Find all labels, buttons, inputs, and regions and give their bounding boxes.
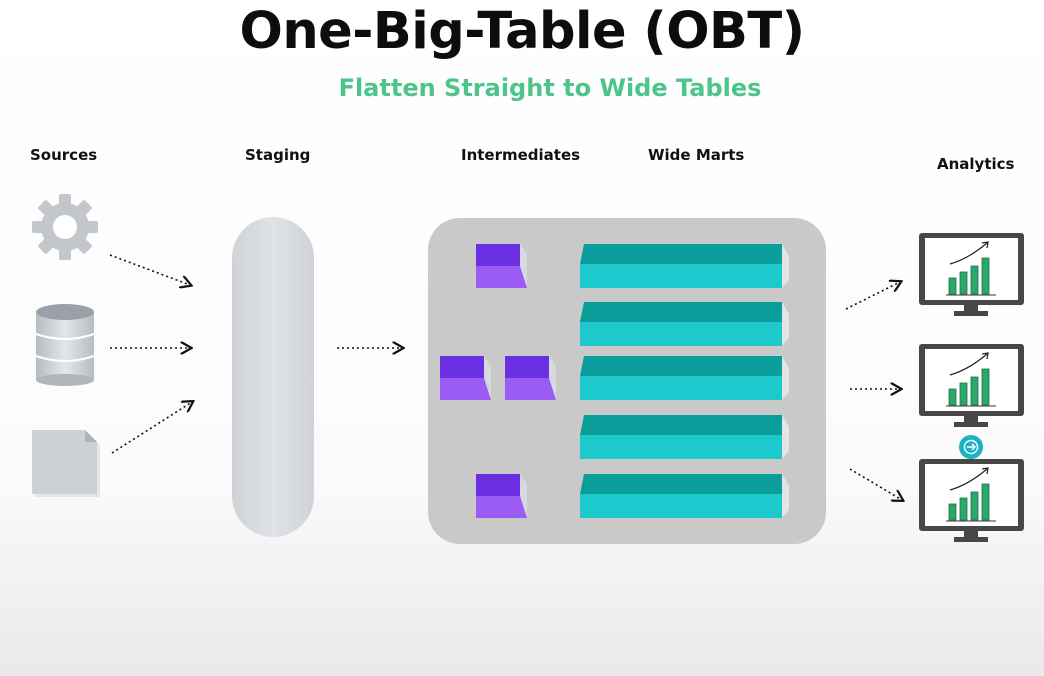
wide-marts-label: Wide Marts [648, 146, 745, 164]
wide-mart-table [580, 244, 789, 288]
wide-mart-table [580, 474, 789, 518]
analytics-dashboard-monitor [919, 459, 1024, 542]
wide-marts [580, 244, 789, 518]
page-title: One-Big-Table (OBT) [239, 2, 805, 61]
intermediate-cube [505, 356, 556, 400]
intermediates-label: Intermediates [461, 146, 581, 164]
staging-layer [232, 217, 314, 537]
analytics-dashboard-monitor [919, 233, 1024, 316]
analytics-dashboards [919, 233, 1024, 542]
intermediate-cube [476, 474, 527, 518]
database-icon [35, 304, 95, 386]
wide-mart-table [580, 415, 789, 459]
staging-label: Staging [245, 146, 311, 164]
wide-mart-table [580, 302, 789, 346]
wide-mart-table [580, 356, 789, 400]
page-subtitle: Flatten Straight to Wide Tables [338, 74, 762, 102]
analytics-arrows [845, 282, 902, 500]
intermediate-cube [476, 244, 527, 288]
source-arrows [109, 254, 192, 454]
analytics-dashboard-monitor [919, 344, 1024, 427]
analytics-label: Analytics [937, 155, 1015, 173]
next-arrow-button[interactable] [959, 435, 983, 459]
sources-label: Sources [30, 146, 98, 164]
document-icon [32, 430, 100, 497]
intermediate-cubes [440, 244, 556, 518]
intermediate-cube [440, 356, 491, 400]
gear-icon [32, 194, 98, 260]
